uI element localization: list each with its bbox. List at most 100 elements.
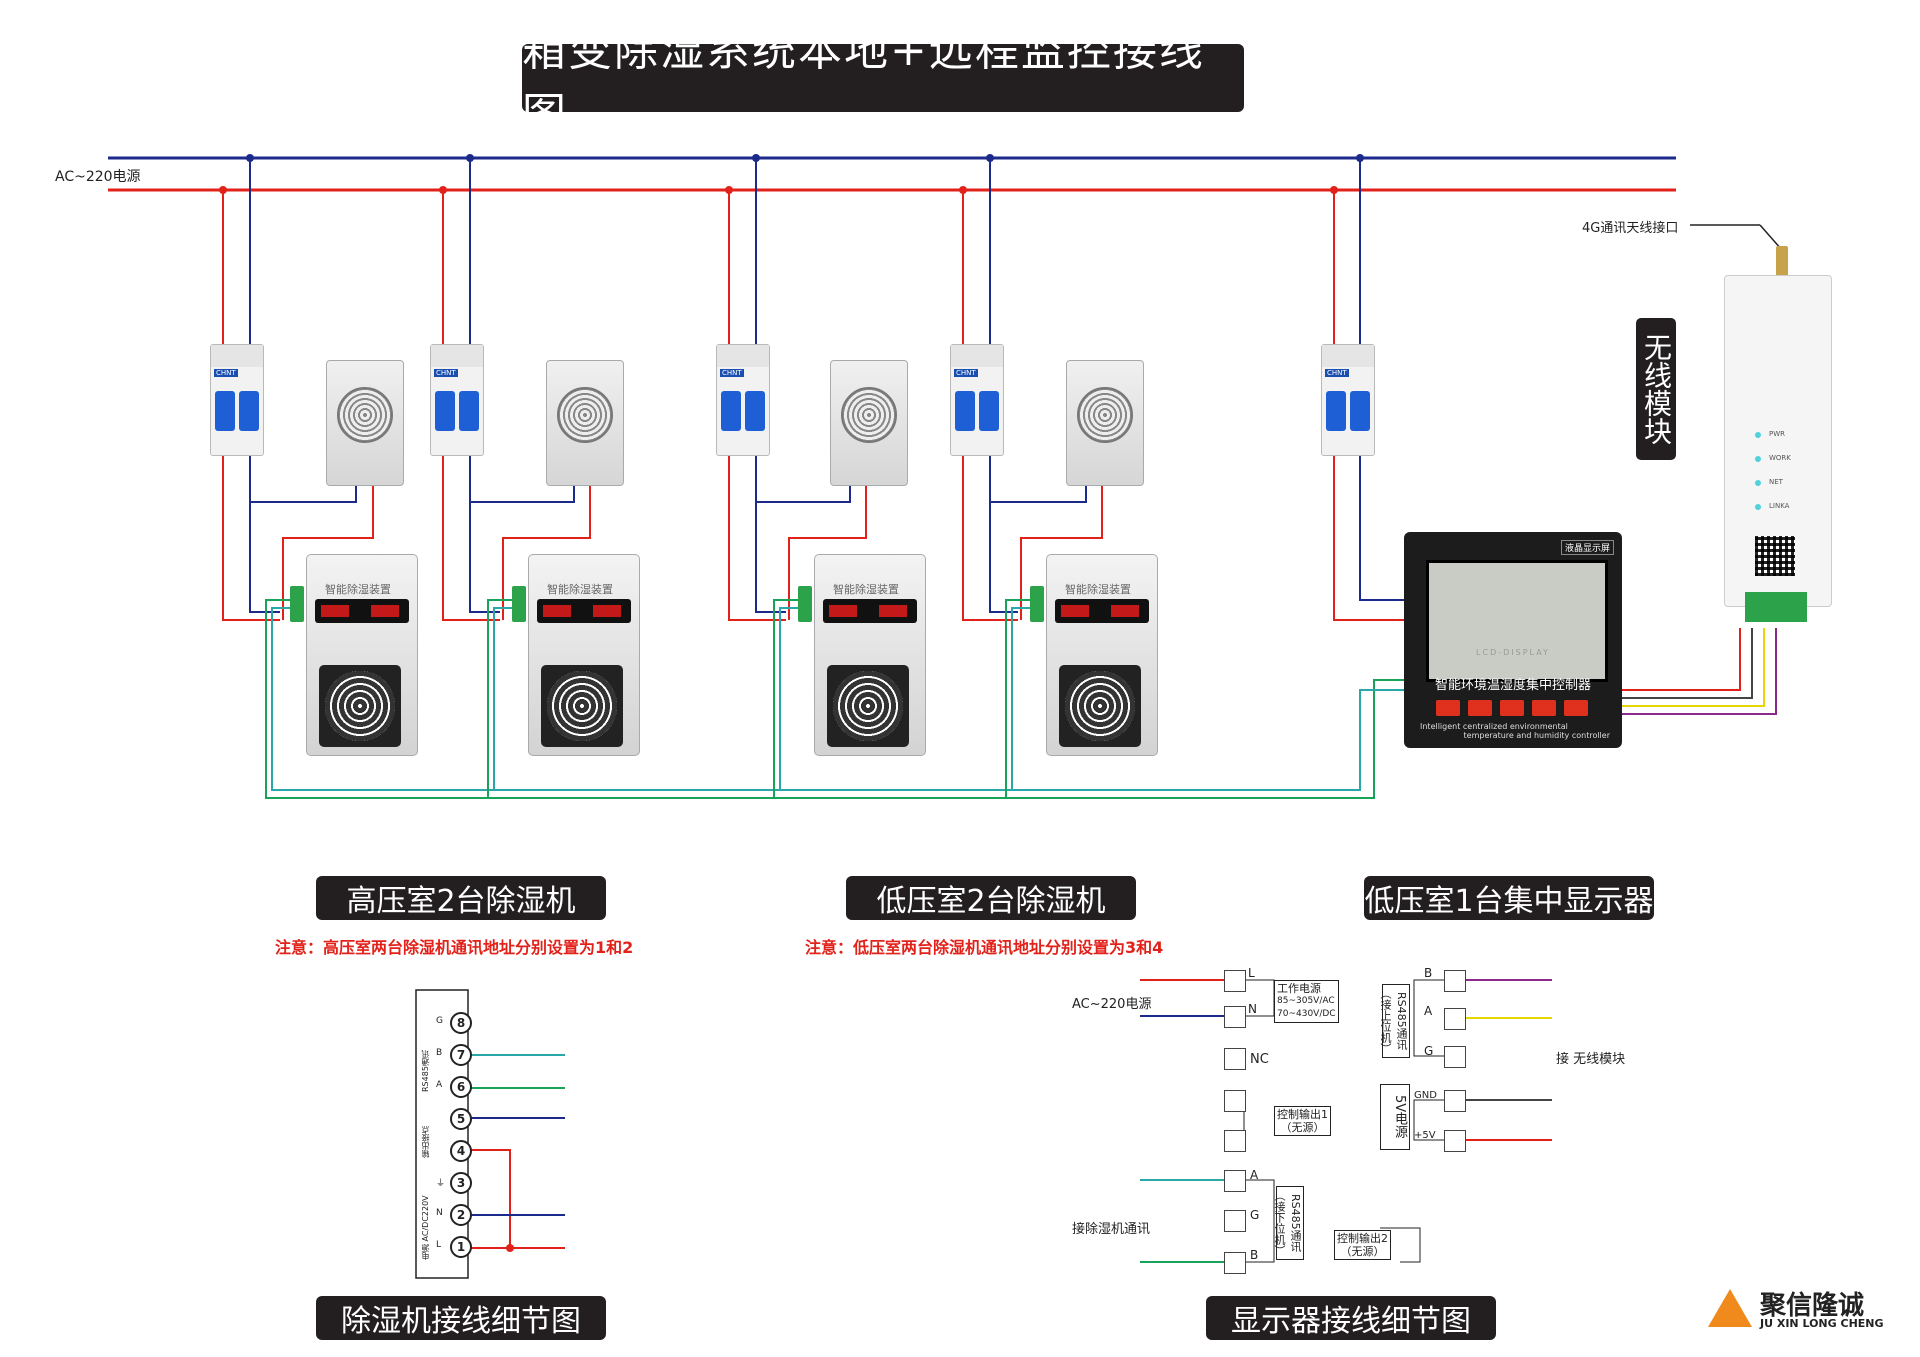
dehum-terminal-1	[290, 586, 304, 622]
controller-button-3[interactable]	[1500, 700, 1524, 716]
pin-down-g: G	[1250, 1208, 1260, 1222]
logo-icon	[1708, 1289, 1752, 1327]
rs485-lower-box: RS485通讯（接下位机）	[1273, 1186, 1304, 1260]
led-icon	[1755, 480, 1761, 486]
drop-wires	[222, 158, 1404, 621]
terminal-7: 7	[450, 1044, 472, 1066]
pin-l-label: L	[1248, 966, 1255, 980]
central-controller: 液晶显示屏 LCD-DISPLAY 智能环境温湿度集中控制器 Intellige…	[1404, 532, 1622, 748]
heater-3	[830, 360, 908, 486]
pin-down-b: B	[1250, 1248, 1259, 1262]
pin-a: A	[436, 1080, 443, 1090]
controller-button-2[interactable]	[1468, 700, 1492, 716]
controller-title: 智能环境温湿度集中控制器	[1434, 678, 1591, 693]
terminal-1: 1	[450, 1236, 472, 1258]
pin-up-a: A	[1424, 1004, 1433, 1018]
section-label-low-voltage: 低压室2台除湿机	[846, 876, 1136, 920]
dehum-terminal-4	[1030, 586, 1044, 622]
breaker-brand: CHNT	[214, 369, 238, 377]
wireless-module: PWR WORK NET LINKA	[1724, 275, 1832, 622]
terminal-6: 6	[450, 1076, 472, 1098]
note-high-voltage: 注意：高压室两台除湿机通讯地址分别设置为1和2	[275, 938, 634, 957]
terminal-down-a	[1224, 1170, 1246, 1192]
terminal-up-a	[1444, 1008, 1466, 1030]
terminal-nc	[1224, 1048, 1246, 1070]
junction-dots	[246, 154, 1364, 162]
led-icon	[1755, 456, 1761, 462]
controller-badge: 液晶显示屏	[1560, 540, 1614, 555]
controller-lcd	[1426, 560, 1608, 682]
section-label-dehum-detail: 除湿机接线细节图	[316, 1296, 606, 1340]
company-logo: 聚信隆诚 JU XIN LONG CHENG	[1708, 1285, 1908, 1335]
pin-n: N	[436, 1208, 443, 1218]
control-output-1-box: 控制输出1（无源）	[1274, 1106, 1331, 1136]
pin-up-b: B	[1424, 966, 1433, 980]
group-output-label: 输出接点	[421, 1126, 430, 1158]
breaker-brand: CHNT	[954, 369, 978, 377]
section-label-high-voltage: 高压室2台除湿机	[316, 876, 606, 920]
wireless-module-label: 无线模块	[1636, 318, 1676, 460]
dehumidifier-1: 智能除湿装置	[306, 554, 418, 756]
led-label-net: NET	[1769, 478, 1783, 486]
pin-ground: ⏚	[436, 1179, 446, 1189]
group-power-label: 电源 AC/DC220V	[421, 1195, 430, 1260]
dehum-panel-label: 智能除湿装置	[325, 583, 391, 596]
plus5v-label: +5V	[1414, 1130, 1436, 1141]
dehumidifier-4: 智能除湿装置	[1046, 554, 1158, 756]
group-rs485-label: RS485通讯	[421, 1050, 430, 1092]
breaker-1: CHNT	[210, 344, 264, 456]
dehum-terminal-3	[798, 586, 812, 622]
terminal-up-g	[1444, 1046, 1466, 1068]
wireless-terminal	[1745, 592, 1807, 622]
terminal-down-g	[1224, 1210, 1246, 1232]
antenna-icon	[1776, 246, 1788, 280]
dehum-panel-label: 智能除湿装置	[833, 583, 899, 596]
controller-button-4[interactable]	[1532, 700, 1556, 716]
breaker-5: CHNT	[1321, 344, 1375, 456]
led-icon	[1755, 432, 1761, 438]
led-label-linka: LINKA	[1769, 502, 1790, 510]
led-label-pwr: PWR	[1769, 430, 1786, 438]
connect-dehum-label: 接除湿机通讯	[1072, 1222, 1151, 1237]
pin-g: G	[436, 1016, 443, 1026]
terminal-3: 3	[450, 1172, 472, 1194]
terminal-up-b	[1444, 970, 1466, 992]
terminal-l	[1224, 970, 1246, 992]
terminal-gnd	[1444, 1090, 1466, 1112]
dehum-terminal-2	[512, 586, 526, 622]
dehumidifier-2: 智能除湿装置	[528, 554, 640, 756]
pin-n-label: N	[1248, 1002, 1257, 1016]
terminal-2: 2	[450, 1204, 472, 1226]
breaker-brand: CHNT	[720, 369, 744, 377]
breaker-brand: CHNT	[1325, 369, 1349, 377]
dehum-panel-label: 智能除湿装置	[547, 583, 613, 596]
connect-wireless-label: 接 无线模块	[1556, 1052, 1626, 1067]
dehum-panel-label: 智能除湿装置	[1065, 583, 1131, 596]
lcd-display-text: LCD-DISPLAY	[1476, 648, 1550, 657]
logo-en: JU XIN LONG CHENG	[1760, 1317, 1884, 1330]
dehum-detail-wires	[470, 1054, 565, 1249]
terminal-n	[1224, 1006, 1246, 1028]
logo-cn: 聚信隆诚	[1760, 1291, 1865, 1321]
qr-code-icon	[1755, 536, 1795, 576]
led-icon	[1755, 504, 1761, 510]
control-output-2-box: 控制输出2（无源）	[1334, 1230, 1391, 1260]
terminal-out1-b	[1224, 1130, 1246, 1152]
heater-2	[546, 360, 624, 486]
pin-up-g: G	[1424, 1044, 1434, 1058]
terminal-5v	[1444, 1130, 1466, 1152]
gnd-label: GND	[1414, 1090, 1437, 1101]
comm-bus	[265, 599, 1777, 799]
dehum-detail-frame	[415, 989, 469, 1279]
terminal-down-b	[1224, 1252, 1246, 1274]
heater-1	[326, 360, 404, 486]
controller-button-1[interactable]	[1436, 700, 1460, 716]
breaker-4: CHNT	[950, 344, 1004, 456]
controller-button-5[interactable]	[1564, 700, 1588, 716]
five-v-box: 5V电源	[1380, 1084, 1410, 1150]
power-source-label: AC~220电源	[55, 169, 141, 185]
display-detail-wires	[1140, 979, 1552, 1263]
